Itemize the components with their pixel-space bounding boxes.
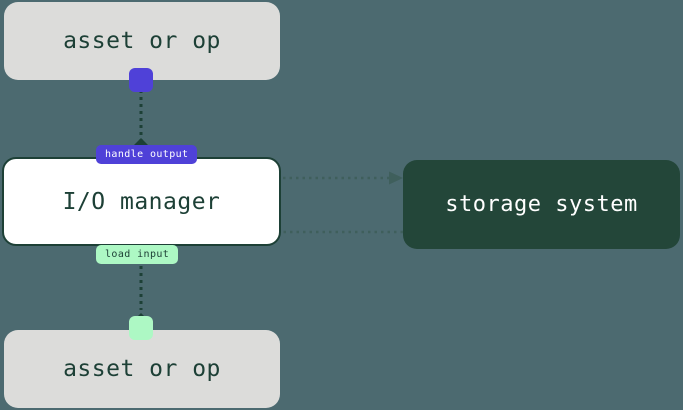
badge-load-input-label: load input <box>105 249 170 260</box>
badge-handle-output[interactable]: handle output <box>96 145 198 164</box>
badge-handle-output-label: handle output <box>105 149 189 160</box>
node-asset-or-op-bottom[interactable]: asset or op <box>4 330 280 408</box>
node-io-manager[interactable]: I/O manager <box>2 157 281 246</box>
badge-load-input[interactable]: load input <box>96 245 179 264</box>
node-io-manager-label: I/O manager <box>62 188 221 215</box>
output-port-marker[interactable] <box>129 68 153 92</box>
node-storage-system-label: storage system <box>445 192 638 217</box>
node-asset-or-op-top[interactable]: asset or op <box>4 2 280 80</box>
node-storage-system[interactable]: storage system <box>403 160 680 249</box>
node-asset-or-op-top-label: asset or op <box>63 28 221 54</box>
edge-asset-to-handle-output <box>134 90 148 152</box>
node-asset-or-op-bottom-label: asset or op <box>63 356 221 382</box>
input-port-marker[interactable] <box>129 316 153 340</box>
